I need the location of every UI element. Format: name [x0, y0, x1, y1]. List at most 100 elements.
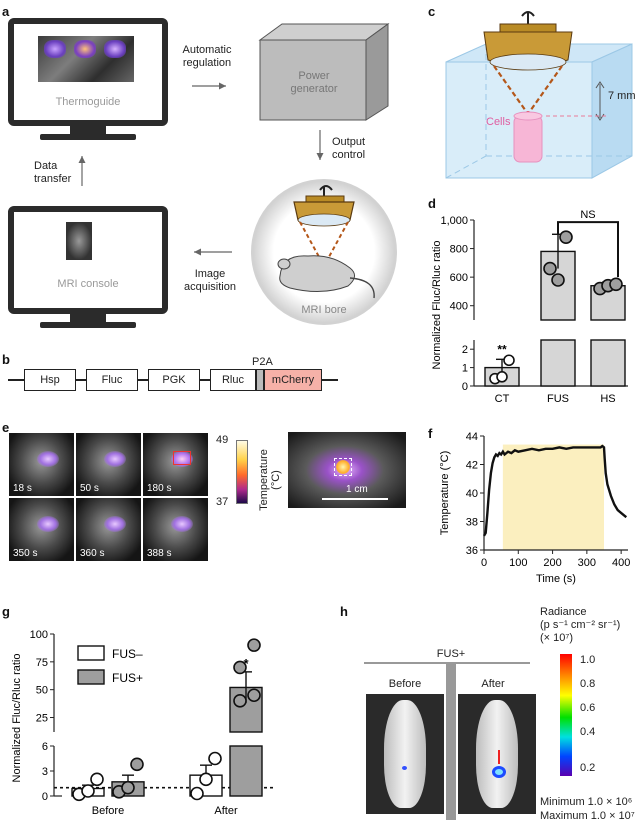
colorbar-title: Temperature — [258, 449, 270, 511]
d-point — [543, 261, 557, 276]
temperature-colorbar — [236, 440, 248, 504]
radiance-unit: (p s⁻¹ cm⁻² sr⁻¹) — [540, 619, 621, 631]
gene-mcherry: mCherry — [264, 369, 322, 391]
d-y-tick-label: 1 — [462, 363, 468, 375]
automatic-regulation-label: Automatic — [182, 44, 232, 56]
f-x-tick-label: 0 — [481, 557, 487, 569]
f-x-tick-label: 400 — [612, 557, 630, 569]
g-point — [199, 772, 213, 787]
mri-frame-5: 360 s — [75, 497, 142, 562]
mri-console-label: MRI console — [57, 278, 119, 290]
panel-c-phantom — [445, 11, 633, 179]
colorbar-max: 49 — [216, 434, 229, 446]
gene-pgk: PGK — [148, 369, 200, 391]
d-point — [609, 277, 623, 292]
g-point — [233, 660, 247, 675]
radiance-tick-1: 1.0 — [580, 654, 596, 666]
radiance-tick-2: 0.8 — [580, 678, 596, 690]
f-y-tick-label: 42 — [466, 460, 478, 472]
g-y-tick-label: 3 — [42, 766, 48, 778]
g-point — [233, 694, 247, 708]
d-x-tick-label: FUS — [547, 393, 569, 405]
d-x-tick-label: CT — [495, 393, 510, 405]
radiance-title: Radiance — [540, 606, 587, 618]
panel-label-g: g — [2, 604, 10, 619]
radiance-minimum: Minimum 1.0 × 10⁶ — [540, 796, 633, 808]
panel-label-e: e — [2, 420, 10, 435]
f-x-tick-label: 100 — [509, 557, 527, 569]
d-y-axis-label: Normalized Fluc/Rluc ratio — [431, 241, 443, 370]
g-y-tick-label: 6 — [42, 741, 48, 753]
g-significance: * — [243, 656, 249, 671]
panel-label-c: c — [428, 4, 436, 19]
mri-bore-illustration — [251, 179, 397, 325]
p2a-label: P2A — [252, 356, 273, 368]
gene-rluc: Rluc — [210, 369, 256, 391]
d-y-tick-label: 2 — [462, 344, 468, 356]
colorbar-min: 37 — [216, 496, 229, 508]
radiance-tick-3: 0.6 — [580, 702, 596, 714]
g-point — [247, 688, 261, 703]
g-y-tick-label: 0 — [42, 791, 48, 803]
mri-console-monitor: MRI console — [8, 206, 168, 314]
gene-p2a-segment — [256, 369, 264, 391]
radiance-colorbar — [560, 654, 572, 776]
d-significance: ** — [497, 342, 507, 356]
mouse-image-before — [366, 694, 444, 814]
g-y-tick-label: 50 — [36, 685, 48, 697]
panel-label-f: f — [428, 426, 433, 441]
g-x-tick-label: After — [214, 805, 238, 817]
panel-label-b: b — [2, 352, 10, 367]
d-point — [559, 230, 573, 244]
thermoguide-screen-thumbnail — [38, 36, 134, 82]
g-point — [81, 784, 95, 798]
d-comparison-label: NS — [580, 210, 595, 221]
g-point — [121, 780, 135, 795]
g-legend-label: FUS– — [112, 647, 143, 661]
power-generator-label: Power — [298, 70, 330, 82]
mri-bore-label: MRI bore — [301, 304, 347, 316]
d-y-tick-label: 400 — [450, 301, 468, 313]
mri-frame-2: 50 s — [75, 432, 142, 497]
f-y-tick-label: 44 — [466, 431, 478, 443]
thermoguide-monitor: Thermoguide — [8, 18, 168, 126]
radiance-scale: (× 10⁷) — [540, 632, 574, 644]
after-label: After — [481, 678, 505, 690]
d-point — [551, 273, 565, 287]
scale-bar-label: 1 cm — [346, 484, 368, 495]
power-generator-box — [258, 23, 390, 121]
d-comparison-bracket — [557, 221, 619, 278]
depth-label: 7 mm — [608, 90, 636, 102]
group-label-fus-plus: FUS+ — [436, 648, 466, 660]
f-x-tick-label: 300 — [578, 557, 596, 569]
d-y-tick-label: 0 — [462, 381, 468, 393]
mri-frame-4: 350 s — [8, 497, 75, 562]
g-bar-lower — [229, 745, 263, 797]
f-y-tick-label: 38 — [466, 517, 478, 529]
g-legend-swatch — [77, 645, 105, 661]
panel-label-h: h — [340, 604, 348, 619]
f-x-axis-label: Time (s) — [536, 573, 576, 585]
g-y-axis-label: Normalized Fluc/Rluc ratio — [11, 654, 23, 783]
f-heating-window — [502, 444, 604, 550]
d-x-tick-label: HS — [600, 393, 615, 405]
cells-label: Cells — [486, 116, 511, 128]
data-transfer-label: Data — [34, 160, 58, 172]
f-y-tick-label: 36 — [466, 545, 478, 557]
panel-label-d: d — [428, 196, 436, 211]
gene-fluc: Fluc — [86, 369, 138, 391]
colorbar-unit: (°C) — [270, 470, 282, 490]
zoomed-heating-image: 1 cm — [288, 432, 406, 508]
g-y-tick-label: 25 — [36, 713, 48, 725]
d-point — [496, 371, 508, 383]
radiance-maximum: Maximum 1.0 × 10⁷ — [540, 810, 635, 822]
d-y-tick-label: 800 — [450, 244, 468, 256]
scale-bar — [322, 498, 388, 500]
d-y-tick-label: 600 — [450, 272, 468, 284]
thermoguide-label: Thermoguide — [55, 96, 121, 108]
f-y-tick-label: 40 — [466, 488, 478, 500]
g-point — [247, 638, 261, 652]
output-control-label: Output — [332, 136, 366, 148]
